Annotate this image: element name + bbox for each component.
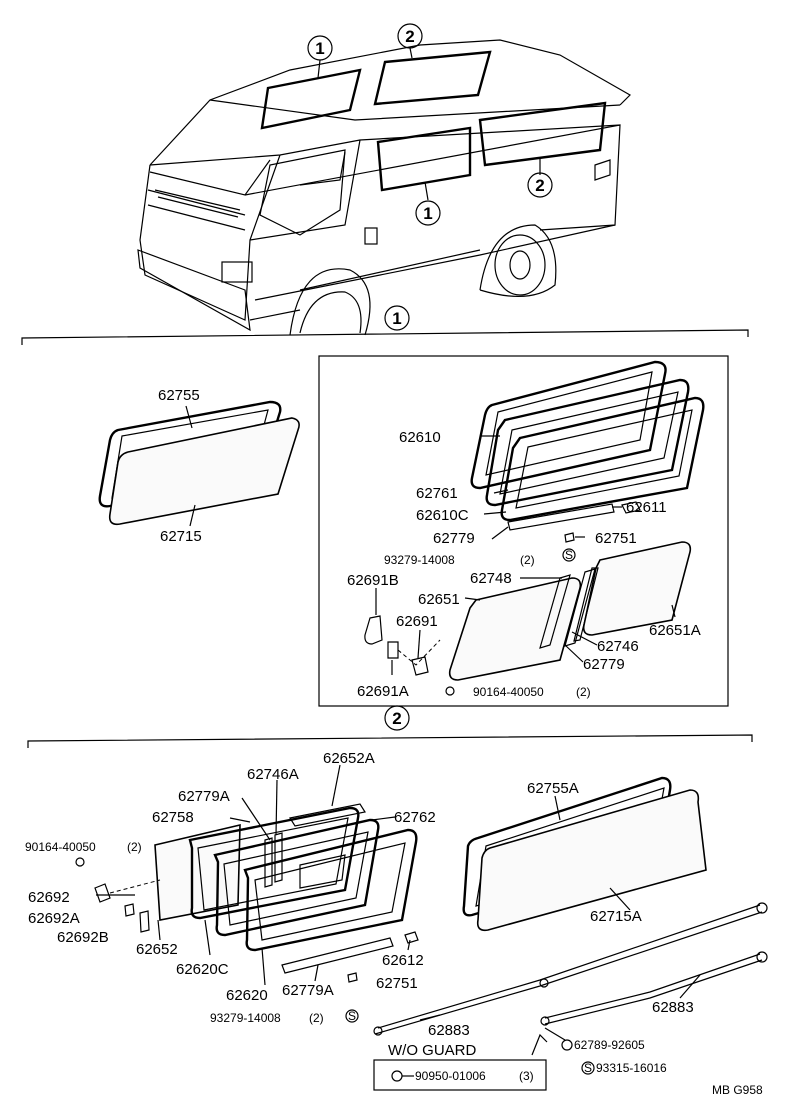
section-2-marker: 2: [27, 705, 753, 748]
part-label: 62758: [152, 809, 194, 826]
part-label: 62755A: [527, 780, 579, 797]
guard-note-label: W/O GUARD: [388, 1042, 476, 1059]
part-label: 62692B: [57, 929, 109, 946]
part-label: 62610C: [416, 507, 469, 524]
part-label: 62789-92605: [574, 1038, 645, 1052]
part-label: 62715A: [590, 908, 642, 925]
part-label: 93315-16016: [596, 1061, 667, 1075]
callout-roof-window-1: 1: [307, 35, 333, 61]
part-label: 62692A: [28, 910, 80, 927]
part-label: 62883: [652, 999, 694, 1016]
callout-roof-window-2: 2: [397, 23, 423, 49]
part-label: 62691A: [357, 683, 409, 700]
part-label: 90164-40050: [473, 685, 544, 699]
guard-note-box: [373, 1059, 547, 1091]
part-label: 62620: [226, 987, 268, 1004]
svg-text:2: 2: [535, 176, 544, 195]
diagram-code: MB G958: [712, 1083, 763, 1097]
part-label: 62751: [376, 975, 418, 992]
svg-text:S: S: [565, 548, 573, 562]
part-quantity: (2): [520, 553, 535, 567]
part-label: 62748: [470, 570, 512, 587]
part-label: 90950-01006: [415, 1069, 486, 1083]
svg-text:2: 2: [405, 27, 414, 46]
part-label: 62761: [416, 485, 458, 502]
section-2-left-assembly: S: [75, 764, 419, 1023]
part-label: 93279-14008: [384, 553, 455, 567]
part-label: 62612: [382, 952, 424, 969]
part-label: 62779A: [178, 788, 230, 805]
part-label: 62610: [399, 429, 441, 446]
part-quantity: (3): [519, 1069, 534, 1083]
part-label: 62611: [626, 499, 667, 516]
svg-text:S: S: [348, 1009, 356, 1023]
part-label: 62652: [136, 941, 178, 958]
callout-side-window-2: 2: [527, 172, 553, 198]
part-label: 62762: [394, 809, 436, 826]
part-label: 62755: [158, 387, 200, 404]
part-label: 62779: [583, 656, 625, 673]
section-1-box-frames: S: [364, 360, 705, 696]
part-label: 62751: [595, 530, 637, 547]
part-label: 62692: [28, 889, 70, 906]
part-label: 90164-40050: [25, 840, 96, 854]
part-label: 62691: [396, 613, 438, 630]
part-label: 62651: [418, 591, 460, 608]
svg-text:S: S: [584, 1061, 592, 1075]
part-label: 62746A: [247, 766, 299, 783]
part-label: 62651A: [649, 622, 701, 639]
svg-text:1: 1: [423, 204, 432, 223]
part-label: 62652A: [323, 750, 375, 767]
part-label: 62620C: [176, 961, 229, 978]
part-label: 93279-14008: [210, 1011, 281, 1025]
section-1-marker: 1: [21, 305, 749, 345]
part-quantity: (2): [309, 1011, 324, 1025]
part-label: 62715: [160, 528, 202, 545]
part-label: 62779A: [282, 982, 334, 999]
van-illustration: [137, 39, 631, 336]
part-label: 62779: [433, 530, 475, 547]
part-label: 62883: [428, 1022, 470, 1039]
section-2-right-assembly: S: [373, 776, 768, 1075]
section-1-detail-box: [318, 355, 729, 707]
callout-side-window-1: 1: [415, 200, 441, 226]
part-label: 62746: [597, 638, 639, 655]
part-quantity: (2): [127, 840, 142, 854]
part-label: 62691B: [347, 572, 399, 589]
section-1-left-assembly: [98, 400, 300, 527]
part-quantity: (2): [576, 685, 591, 699]
svg-text:2: 2: [392, 709, 401, 728]
svg-text:1: 1: [315, 39, 324, 58]
svg-text:1: 1: [392, 309, 401, 328]
